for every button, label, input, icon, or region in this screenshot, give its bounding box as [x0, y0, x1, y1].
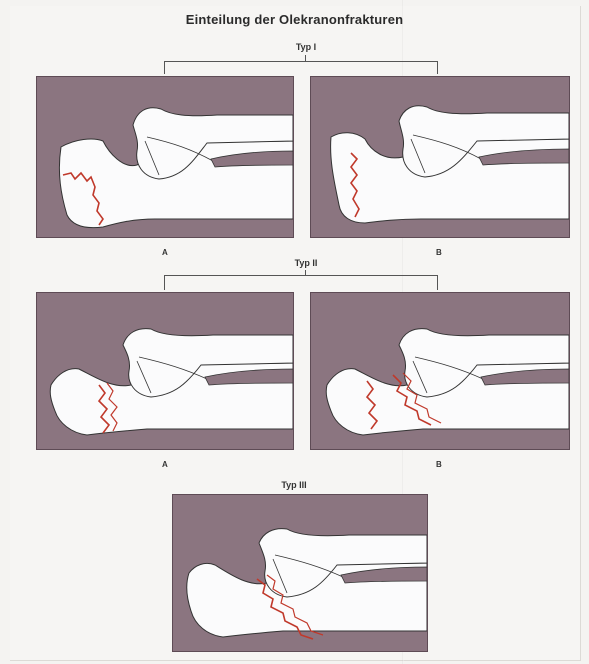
- type-i-label: Typ I: [276, 42, 336, 52]
- diagram-panel-type-i-b: [310, 76, 570, 238]
- variant-label-type-i-b: B: [436, 248, 442, 257]
- diagram-panel-type-ii-b: [310, 292, 570, 450]
- diagram-panel-type-i-a: [36, 76, 294, 238]
- type-ii-bracket: [164, 275, 438, 290]
- type-i-bracket: [164, 61, 438, 74]
- variant-label-type-ii-b: B: [436, 460, 442, 469]
- figure-title: Einteilung der Olekranonfrakturen: [0, 12, 589, 27]
- type-iii-label: Typ III: [264, 480, 324, 490]
- variant-label-type-i-a: A: [162, 248, 168, 257]
- type-ii-label: Typ II: [276, 258, 336, 268]
- diagram-panel-type-ii-a: [36, 292, 294, 450]
- variant-label-type-ii-a: A: [162, 460, 168, 469]
- diagram-panel-type-iii: [172, 494, 428, 652]
